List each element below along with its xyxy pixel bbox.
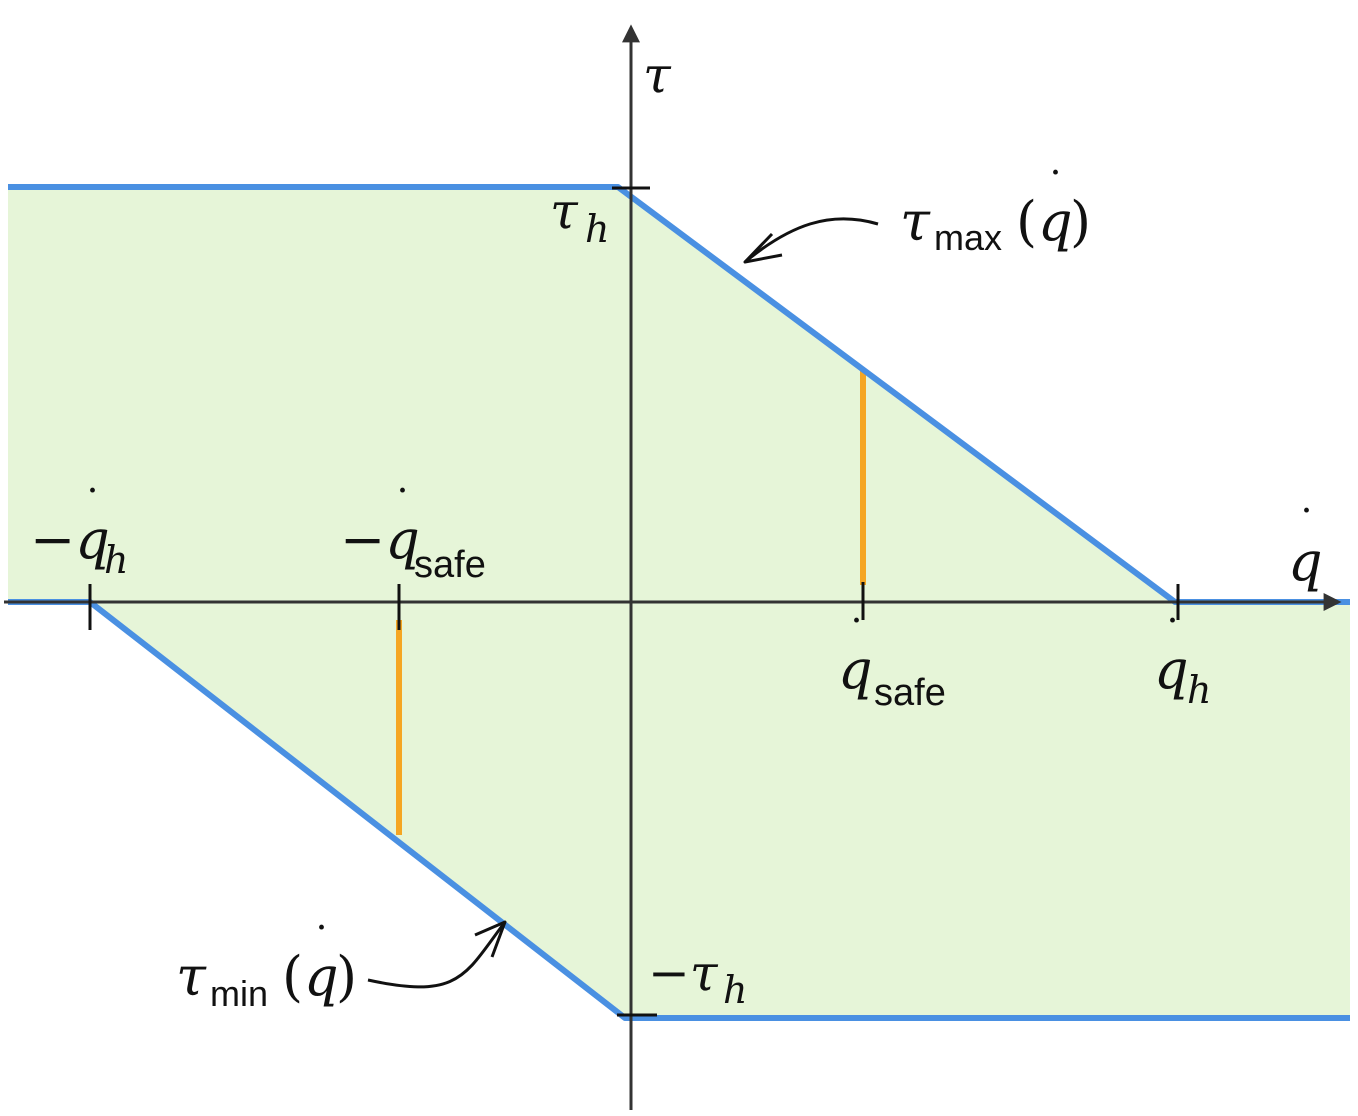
- tau-max-label: τ max ( q ˙ ): [900, 163, 1091, 258]
- svg-text:˙: ˙: [1045, 163, 1066, 212]
- svg-text:h: h: [585, 207, 609, 251]
- svg-text:h: h: [104, 538, 128, 582]
- svg-text:min: min: [210, 973, 268, 1014]
- svg-text:): ): [1070, 190, 1091, 253]
- svg-text:˙: ˙: [82, 481, 103, 530]
- svg-text:˙: ˙: [846, 611, 867, 660]
- svg-text:˙: ˙: [392, 481, 413, 530]
- svg-text:h: h: [1187, 668, 1211, 712]
- svg-text:(: (: [282, 945, 303, 1008]
- tick-label-neg-qdot-safe: −q ˙ safe: [340, 481, 486, 586]
- svg-text:q: q: [1288, 530, 1323, 593]
- svg-text:˙: ˙: [1296, 501, 1317, 550]
- svg-text:q: q: [838, 638, 873, 701]
- x-axis-label: q ˙: [1288, 501, 1323, 593]
- svg-text:τ: τ: [550, 182, 579, 240]
- svg-text:˙: ˙: [311, 918, 332, 967]
- y-axis-label: τ: [643, 46, 672, 104]
- tick-label-qdot-safe: q ˙ safe: [838, 611, 946, 714]
- svg-text:q: q: [304, 945, 339, 1008]
- svg-text:(: (: [1016, 190, 1037, 253]
- svg-text:τ: τ: [176, 945, 207, 1008]
- svg-text:): ): [336, 945, 357, 1008]
- tau-max-arrowhead: [743, 232, 783, 264]
- svg-text:−q: −q: [30, 508, 110, 571]
- svg-text:safe: safe: [874, 672, 946, 714]
- svg-text:−q: −q: [340, 508, 420, 571]
- tick-label-neg-tau-h: −τ h: [648, 944, 747, 1012]
- tau-min-label: τ min ( q ˙ ): [176, 918, 357, 1014]
- tick-label-tau-h: τ h: [550, 182, 609, 251]
- svg-text:τ: τ: [900, 190, 931, 253]
- svg-text:q: q: [1154, 638, 1189, 701]
- svg-text:max: max: [934, 217, 1002, 258]
- tau-max-pointer: [744, 217, 879, 264]
- svg-text:safe: safe: [414, 544, 486, 586]
- tau-min-pointer: [367, 921, 507, 989]
- svg-text:q: q: [1038, 190, 1073, 253]
- tick-label-qdot-h: q ˙ h: [1154, 611, 1211, 712]
- tau-min-arrowhead: [474, 920, 507, 958]
- tick-marks: [88, 186, 1180, 1017]
- svg-text:−τ: −τ: [648, 944, 719, 1002]
- tick-label-neg-qdot-h: −q ˙ h: [30, 481, 128, 582]
- svg-text:˙: ˙: [1162, 611, 1183, 660]
- svg-text:h: h: [723, 968, 747, 1012]
